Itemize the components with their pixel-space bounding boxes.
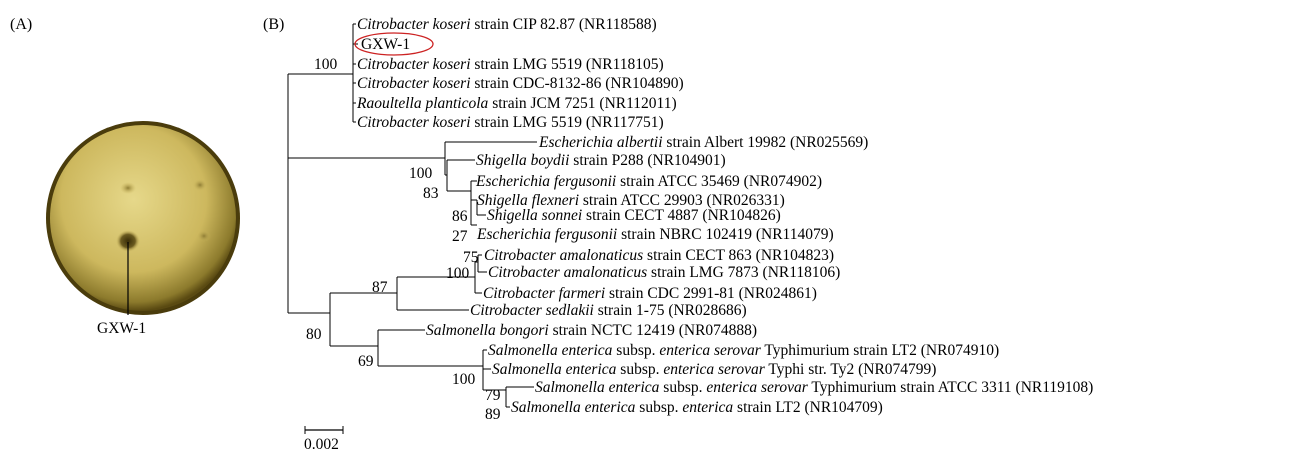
colony-spot-1 [120,182,136,194]
bootstrap-value: 69 [358,353,374,370]
taxon-label: Salmonella enterica subsp. enterica sero… [488,342,999,359]
colony-spot-3 [197,230,211,242]
taxon-label: Raoultella planticola strain JCM 7251 (N… [356,95,677,112]
bootstrap-value: 75 [463,249,479,266]
taxon-label: Shigella sonnei strain CECT 4887 (NR1048… [487,207,781,224]
taxon-label: Citrobacter koseri strain LMG 5519 (NR11… [357,114,664,131]
bootstrap-value: 89 [485,406,501,423]
taxon-labels: Citrobacter koseri strain CIP 82.87 (NR1… [356,16,1093,416]
taxon-label: Shigella boydii strain P288 (NR104901) [476,152,726,169]
taxon-label: Escherichia fergusonii strain NBRC 10241… [476,226,834,243]
taxon-label: Citrobacter amalonaticus strain CECT 863… [484,247,834,264]
taxon-label-gxw1: GXW-1 [361,36,410,53]
panel-a-label: (A) [10,16,32,33]
taxon-label: Citrobacter koseri strain CIP 82.87 (NR1… [357,16,657,33]
taxon-label: Escherichia fergusonii strain ATCC 35469… [475,173,822,190]
taxon-label: Citrobacter koseri strain LMG 5519 (NR11… [357,56,664,73]
bootstrap-value: 87 [372,279,388,296]
bootstrap-value: 100 [452,371,476,388]
bootstrap-value: 79 [485,387,501,404]
bootstrap-value: 100 [409,165,433,182]
dish-agar [50,125,236,311]
bootstrap-value: 80 [306,326,322,343]
taxon-label: Citrobacter koseri strain CDC-8132-86 (N… [357,75,684,92]
taxon-label: Escherichia albertii strain Albert 19982… [538,134,868,151]
taxon-label: Citrobacter sedlakii strain 1-75 (NR0286… [470,302,747,319]
taxon-label: Citrobacter farmeri strain CDC 2991-81 (… [483,285,817,302]
colony-gxw1 [116,230,140,252]
bootstrap-value: 86 [452,208,468,225]
colony-spot-2 [193,179,207,191]
taxon-label: Salmonella bongori strain NCTC 12419 (NR… [426,322,757,339]
tree-branches [287,23,537,408]
petri-dish [46,121,240,315]
colony-label: GXW-1 [97,320,146,337]
taxon-label: Salmonella enterica subsp. enterica stra… [511,399,883,416]
scale-bar: 0.002 [304,426,344,450]
taxon-label: Salmonella enterica subsp. enterica sero… [535,379,1093,396]
scale-bar-label: 0.002 [304,436,339,450]
bootstrap-value: 100 [314,56,338,73]
taxon-label: Salmonella enterica subsp. enterica sero… [492,361,936,378]
taxon-label: Citrobacter amalonaticus strain LMG 7873… [488,264,840,281]
taxon-label: Shigella flexneri strain ATCC 29903 (NR0… [477,192,785,209]
bootstrap-value: 83 [423,185,439,202]
bootstrap-value: 100 [446,265,470,282]
panel-b-label: (B) [263,16,284,33]
bootstrap-value: 27 [452,228,468,245]
bootstrap-values: 100 100 83 86 27 75 100 87 80 69 100 79 … [306,56,501,423]
gxw1-highlight-ellipse [354,32,434,56]
